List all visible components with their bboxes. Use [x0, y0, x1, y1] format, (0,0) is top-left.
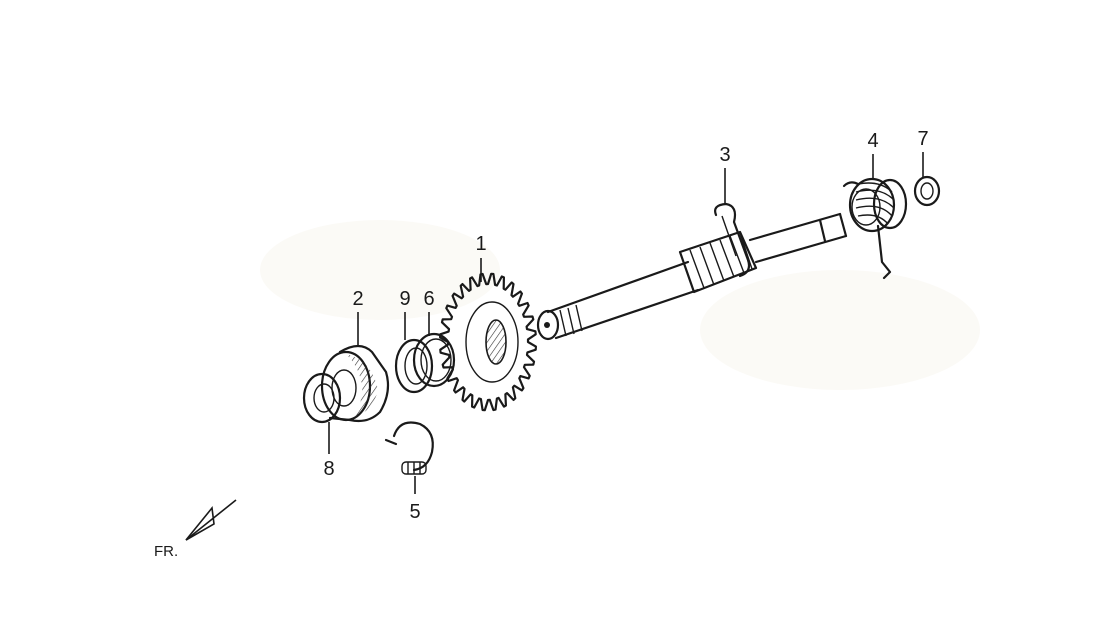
washer-8	[302, 372, 342, 424]
kick-shaft	[536, 202, 848, 341]
callout-7: 7	[917, 128, 928, 150]
callout-labels: 1 2 3 4 5 6 7 8 9	[323, 128, 928, 523]
circlip-6	[412, 332, 456, 388]
callout-9: 9	[399, 288, 410, 310]
washer-7	[913, 175, 941, 207]
callout-8: 8	[323, 458, 334, 480]
callout-4: 4	[867, 130, 878, 152]
callout-6: 6	[423, 288, 434, 310]
clip-5	[384, 421, 434, 475]
callout-5: 5	[409, 501, 420, 523]
background-smudges	[260, 220, 980, 390]
leader-lines	[328, 152, 924, 494]
gear-bore	[485, 319, 507, 365]
callout-1: 1	[475, 233, 486, 255]
ratchet-2	[320, 344, 390, 423]
kick-spring	[842, 177, 908, 280]
kick-gear	[439, 272, 537, 412]
callout-3: 3	[719, 144, 730, 166]
front-label: FR.	[154, 543, 178, 560]
gear-hub	[465, 301, 519, 383]
front-direction-indicator: FR.	[154, 499, 237, 560]
callout-2: 2	[352, 288, 363, 310]
washer-9	[394, 338, 434, 394]
